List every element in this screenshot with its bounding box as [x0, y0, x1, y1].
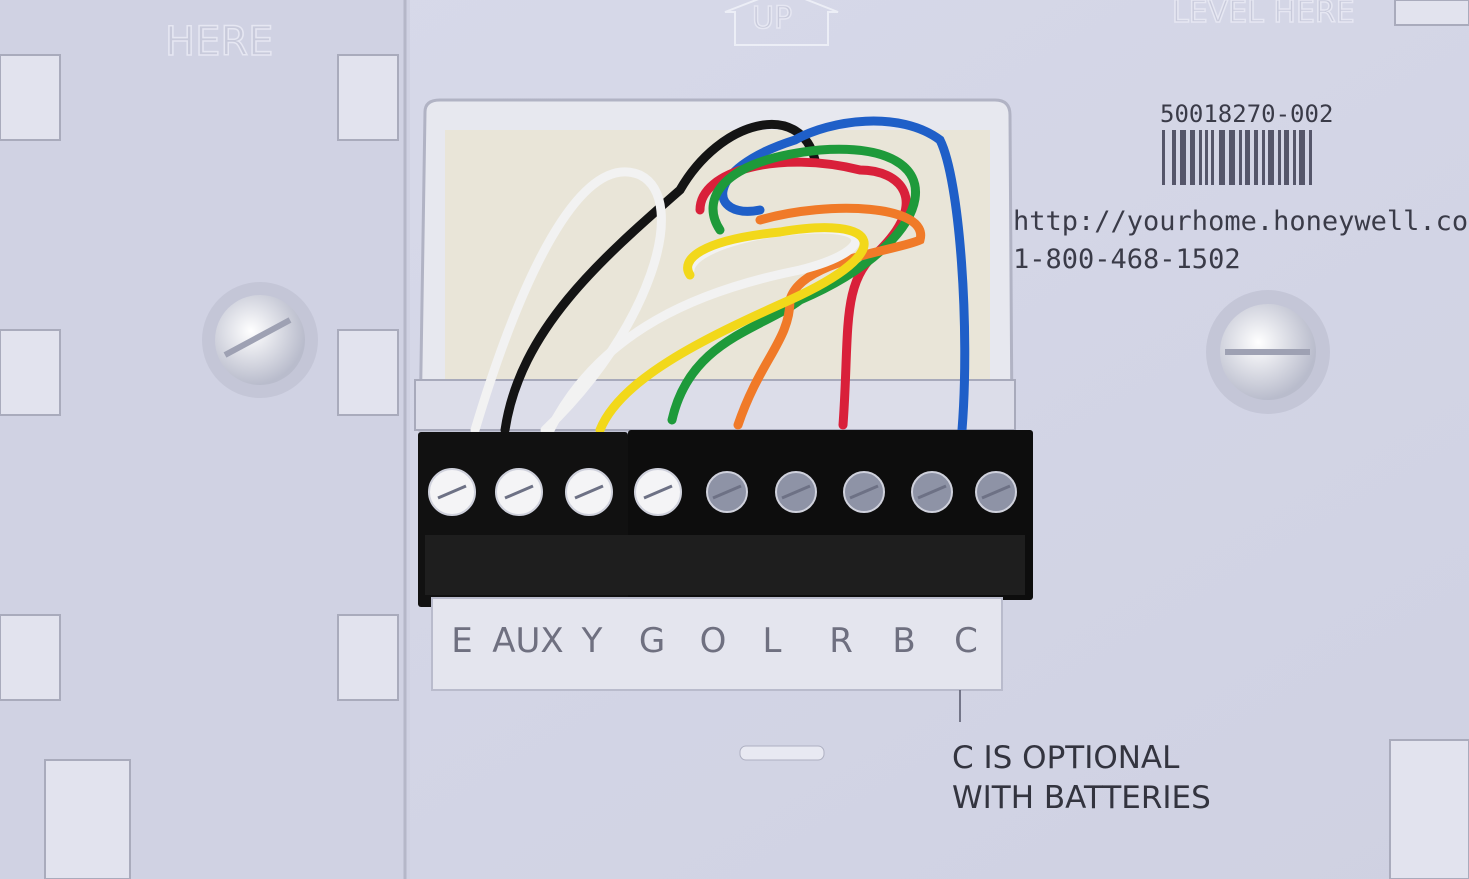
left-panel: [0, 0, 410, 879]
terminal-label-r: R: [829, 621, 853, 661]
thermostat-wires: [470, 116, 970, 435]
screw-slot: [643, 484, 673, 500]
plate-slot: [739, 745, 825, 761]
emboss-here: HERE: [165, 19, 273, 65]
terminal-label-l: L: [763, 621, 782, 661]
screw-slot: [504, 484, 534, 500]
screw-slot: [981, 484, 1011, 500]
support-phone: 1-800-468-1502: [1013, 244, 1241, 275]
part-number: 50018270-002: [1160, 100, 1333, 128]
terminal-label-g: G: [639, 621, 665, 661]
left-mounting-screw-icon: [202, 282, 318, 398]
terminal-label-y: Y: [581, 621, 603, 661]
wire-green: [667, 144, 920, 425]
wire-yellow: [595, 223, 869, 435]
screw-slot: [437, 484, 467, 500]
note-line-1: C IS OPTIONAL: [952, 740, 1180, 776]
screw-slot: [781, 484, 811, 500]
terminal-label-e: E: [451, 621, 472, 661]
terminal-label-aux: AUX: [492, 621, 563, 661]
right-mounting-screw-icon: [1206, 290, 1330, 414]
terminal-label-strip: [431, 597, 1003, 691]
svg-text:UP: UP: [752, 1, 792, 36]
right-clip: [1389, 0, 1469, 879]
note-line-2: WITH BATTERIES: [952, 780, 1211, 816]
screw-slot: [849, 484, 879, 500]
up-arrow-icon: UP: [724, 0, 839, 46]
emboss-level-here: LEVEL HERE: [1172, 0, 1355, 30]
terminal-label-b: B: [892, 621, 915, 661]
terminal-label-o: O: [700, 621, 727, 661]
wire-black: [500, 119, 820, 435]
barcode: [1162, 130, 1312, 185]
screw-slot: [917, 484, 947, 500]
terminal-label-c: C: [954, 621, 978, 661]
terminal-block: [418, 430, 1033, 607]
screw-slot: [712, 484, 742, 500]
terminal-screws: [428, 468, 1017, 516]
left-clips: [0, 54, 399, 879]
wire-white-loop: [470, 167, 666, 435]
screw-slot: [574, 484, 604, 500]
support-url: http://yourhome.honeywell.com: [1013, 206, 1469, 237]
